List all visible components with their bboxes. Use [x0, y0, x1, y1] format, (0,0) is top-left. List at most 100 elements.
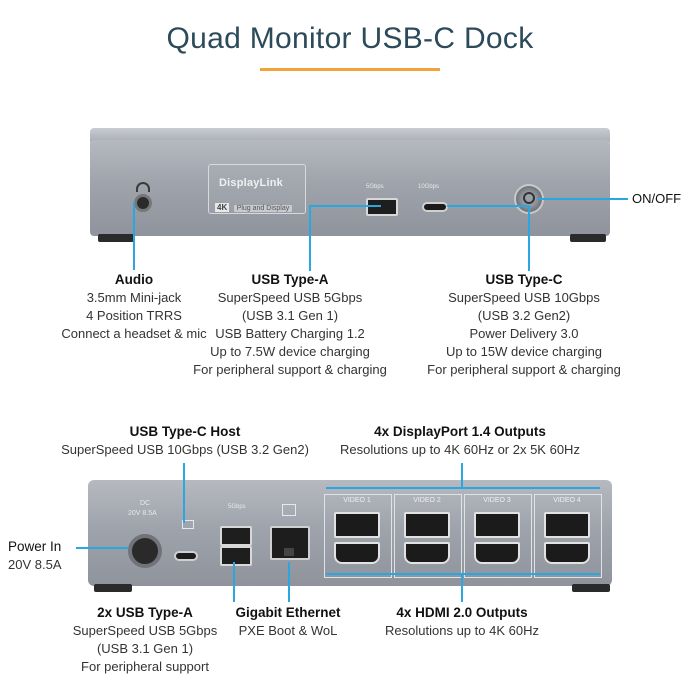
audio-jack	[134, 194, 152, 212]
usba-callout-line-v	[309, 205, 311, 271]
usb-a-line: (USB 3.1 Gen 1)	[241, 308, 339, 323]
ethernet-clip	[284, 548, 294, 556]
power-in-line: 20V 8.5A	[8, 557, 62, 572]
audio-callout-line	[133, 202, 135, 270]
audio-line: 4 Position TRRS	[86, 308, 182, 323]
usb-c-callout: USB Type-C SuperSpeed USB 10Gbps (USB 3.…	[414, 271, 634, 379]
hdmi-heading: 4x HDMI 2.0 Outputs	[396, 605, 528, 620]
onoff-callout-line	[538, 198, 628, 200]
dc-power-jack	[128, 534, 162, 568]
page-title: Quad Monitor USB-C Dock	[166, 22, 534, 55]
dc-rating-label: 20V 8.5A	[128, 510, 157, 517]
front-foot-right	[570, 234, 606, 242]
hdmi-callout-line	[461, 573, 463, 602]
video-block-3	[464, 494, 532, 578]
usb-a-line: Up to 7.5W device charging	[210, 344, 370, 359]
audio-line: Connect a headset & mic	[61, 326, 207, 341]
title-underline	[260, 68, 440, 71]
video-block-1	[324, 494, 392, 578]
video-block-4	[534, 494, 602, 578]
usb-c-line: (USB 3.2 Gen2)	[477, 308, 571, 323]
rear-usb-a-callout: 2x USB Type-A SuperSpeed USB 5Gbps (USB …	[40, 604, 250, 676]
usb-c-line: For peripheral support & charging	[427, 362, 621, 377]
audio-callout: Audio 3.5mm Mini-jack 4 Position TRRS Co…	[24, 271, 244, 343]
hdmi-port-1	[334, 542, 380, 564]
hdmi-bracket-line	[326, 573, 600, 575]
displayport-port-1	[334, 512, 380, 538]
front-usb-c-port	[422, 202, 448, 212]
hdmi-port-2	[404, 542, 450, 564]
ethernet-heading: Gigabit Ethernet	[235, 605, 341, 620]
usb-c-line: Power Delivery 3.0	[469, 326, 579, 341]
power-in-heading: Power In	[8, 539, 62, 554]
hdmi-callout: 4x HDMI 2.0 Outputs Resolutions up to 4K…	[356, 604, 568, 640]
hdmi-line: Resolutions up to 4K 60Hz	[385, 623, 539, 638]
logo-badges: 4K Plug and Display	[215, 197, 293, 215]
power-icon	[523, 192, 535, 204]
host-line: SuperSpeed USB 10Gbps (USB 3.2 Gen2)	[61, 442, 309, 457]
video-label-3: VIDEO 3	[483, 497, 511, 504]
rear-usb-a-port-1	[220, 526, 252, 546]
host-callout-line	[183, 463, 185, 523]
host-heading: USB Type-C Host	[129, 424, 241, 439]
video-label-2: VIDEO 2	[413, 497, 441, 504]
power-in-callout-line	[76, 547, 128, 549]
ethernet-line: PXE Boot & WoL	[238, 623, 338, 638]
hdmi-port-4	[544, 542, 590, 564]
rear-usb-a-line: (USB 3.1 Gen 1)	[96, 641, 194, 656]
ethernet-callout-line	[288, 562, 290, 602]
usbc-callout-line-h	[447, 205, 530, 207]
usb-a-callout: USB Type-A SuperSpeed USB 5Gbps (USB 3.1…	[180, 271, 400, 379]
front-usbc-label: 10Gbps	[418, 184, 440, 190]
usb-c-line: SuperSpeed USB 10Gbps	[448, 290, 600, 305]
usb-a-line: SuperSpeed USB 5Gbps	[217, 290, 363, 305]
rear-usb-a-line: For peripheral support	[81, 659, 209, 674]
dp-bracket-line	[326, 487, 600, 489]
video-block-2	[394, 494, 462, 578]
usb-c-heading: USB Type-C	[485, 272, 563, 287]
usb-c-line: Up to 15W device charging	[445, 344, 603, 359]
usb-a-line: For peripheral support & charging	[193, 362, 387, 377]
audio-heading: Audio	[114, 272, 154, 287]
rear-dock: DC 20V 8.5A 5Gbps VIDEO 1 VIDEO 2 VIDEO …	[88, 480, 612, 600]
audio-line: 3.5mm Mini-jack	[86, 290, 182, 305]
ethernet-port	[270, 526, 310, 560]
front-dock-top	[90, 128, 610, 142]
logo-4k: 4K	[215, 203, 230, 212]
usbc-callout-line-v	[528, 205, 530, 271]
network-icon	[282, 504, 296, 516]
front-dock: DisplayLink 4K Plug and Display 5Gbps 10…	[90, 128, 610, 248]
front-usb-a-port	[366, 198, 398, 216]
rear-usb-a-port-2	[220, 546, 252, 566]
ethernet-callout: Gigabit Ethernet PXE Boot & WoL	[226, 604, 350, 640]
displayport-port-3	[474, 512, 520, 538]
front-usba-label: 5Gbps	[366, 184, 384, 190]
displayport-callout: 4x DisplayPort 1.4 Outputs Resolutions u…	[330, 423, 590, 459]
usb-c-host-port	[174, 551, 198, 561]
rear-usba-label: 5Gbps	[228, 504, 246, 510]
displayport-port-4	[544, 512, 590, 538]
host-callout: USB Type-C Host SuperSpeed USB 10Gbps (U…	[60, 423, 310, 459]
video-label-1: VIDEO 1	[343, 497, 371, 504]
rear-usb-a-heading: 2x USB Type-A	[97, 605, 193, 620]
displayport-heading: 4x DisplayPort 1.4 Outputs	[374, 424, 546, 439]
displaylink-brand: DisplayLink	[219, 177, 283, 189]
usb-a-heading: USB Type-A	[251, 272, 329, 287]
rear-foot-left	[94, 584, 132, 592]
logo-plug-and-display: Plug and Display	[233, 205, 293, 212]
front-foot-left	[98, 234, 134, 242]
on-off-label: ON/OFF	[632, 191, 682, 206]
displaylink-logo: DisplayLink 4K Plug and Display	[208, 164, 306, 214]
headset-icon	[136, 182, 150, 192]
laptop-icon	[182, 520, 194, 529]
usb-a-line: USB Battery Charging 1.2	[215, 326, 365, 341]
rear-usb-a-line: SuperSpeed USB 5Gbps	[72, 623, 218, 638]
rear-foot-right	[572, 584, 610, 592]
dp-callout-line	[461, 463, 463, 489]
displayport-port-2	[404, 512, 450, 538]
displayport-line: Resolutions up to 4K 60Hz or 2x 5K 60Hz	[340, 442, 580, 457]
video-label-4: VIDEO 4	[553, 497, 581, 504]
power-in-callout: Power In 20V 8.5A	[8, 538, 84, 574]
usba-callout-line-h	[309, 205, 381, 207]
hdmi-port-3	[474, 542, 520, 564]
